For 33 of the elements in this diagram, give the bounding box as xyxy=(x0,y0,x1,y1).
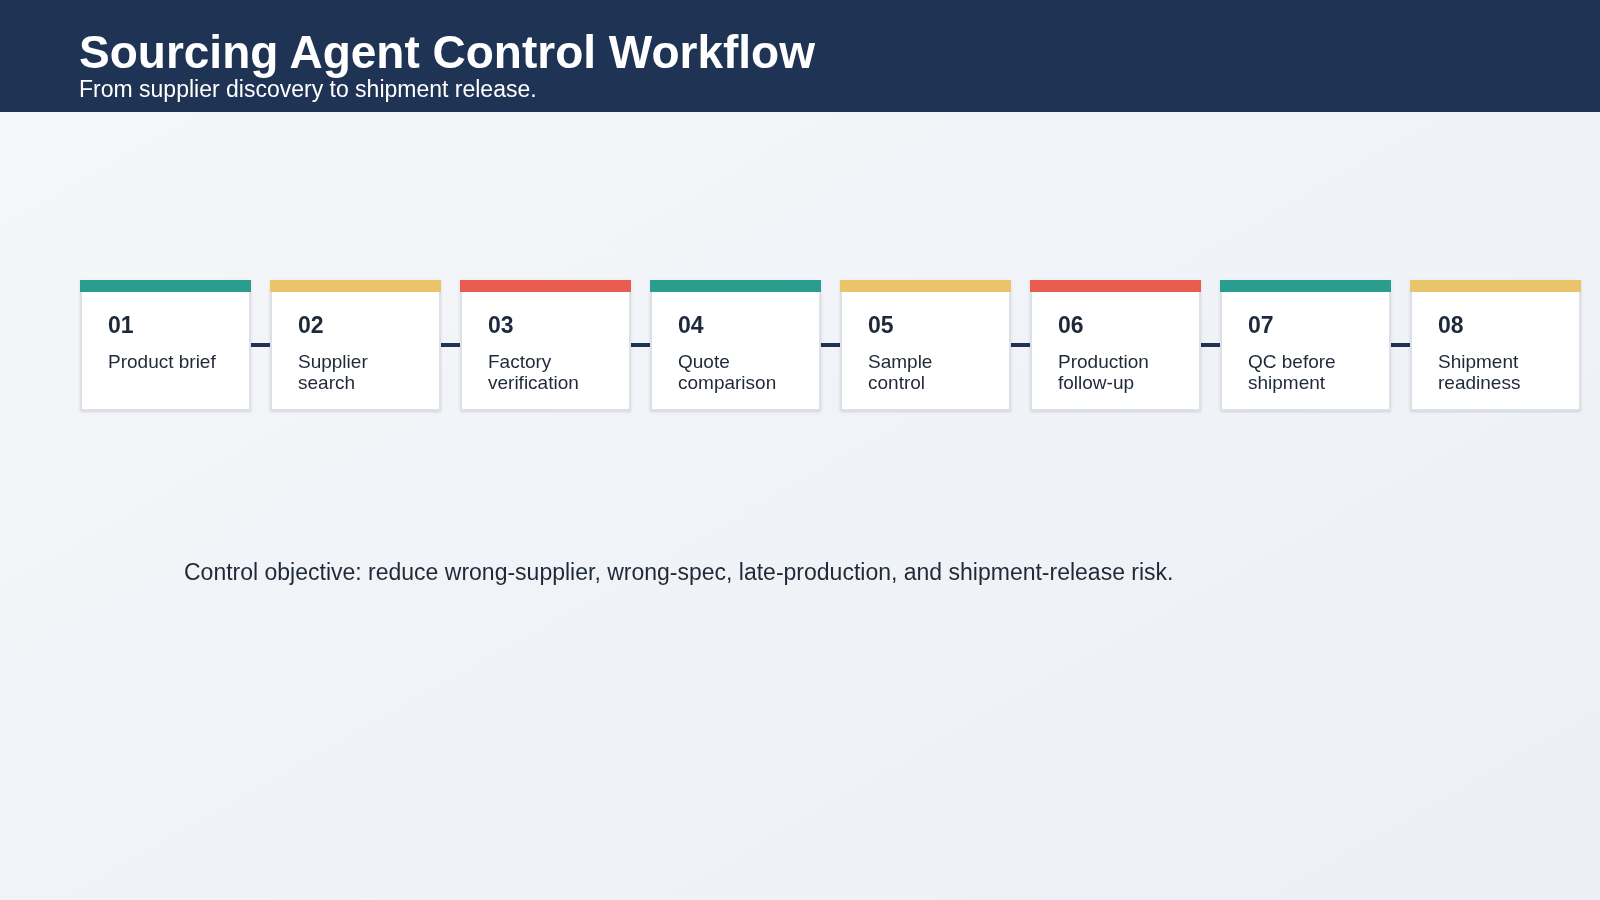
step-card xyxy=(80,280,251,411)
connector-line xyxy=(631,343,650,347)
step-number: 06 xyxy=(1058,312,1084,338)
step-number: 05 xyxy=(868,312,894,338)
step-card xyxy=(1410,280,1581,411)
objective-note: Control objective: reduce wrong-supplier, wrong-spec, late-production, and shipment-release risk. xyxy=(184,558,1174,586)
connector-line xyxy=(441,343,460,347)
step-label: Quote comparison xyxy=(678,351,778,393)
step-number: 04 xyxy=(678,312,704,338)
step-label: QC before shipment xyxy=(1248,351,1337,393)
connector-line xyxy=(1011,343,1030,347)
step-card xyxy=(270,280,441,411)
step-label: Sample control xyxy=(868,351,934,393)
step-card xyxy=(460,280,631,411)
step-number: 08 xyxy=(1438,312,1464,338)
step-card xyxy=(650,280,821,411)
connector-line xyxy=(1201,343,1220,347)
step-label: Product brief xyxy=(108,351,216,372)
step-card xyxy=(1030,280,1201,411)
step-number: 02 xyxy=(298,312,324,338)
connector-line xyxy=(251,343,270,347)
connector-line xyxy=(1391,343,1410,347)
step-number: 07 xyxy=(1248,312,1274,338)
step-label: Factory verification xyxy=(488,351,580,393)
connector-line xyxy=(821,343,840,347)
title: Sourcing Agent Control Workflow xyxy=(79,28,815,76)
step-number: 01 xyxy=(108,312,134,338)
step-label: Shipment readiness xyxy=(1438,351,1522,393)
step-number: 03 xyxy=(488,312,514,338)
step-card xyxy=(1220,280,1391,411)
step-label: Production follow-up xyxy=(1058,351,1150,393)
step-card xyxy=(840,280,1011,411)
step-label: Supplier search xyxy=(298,351,369,393)
